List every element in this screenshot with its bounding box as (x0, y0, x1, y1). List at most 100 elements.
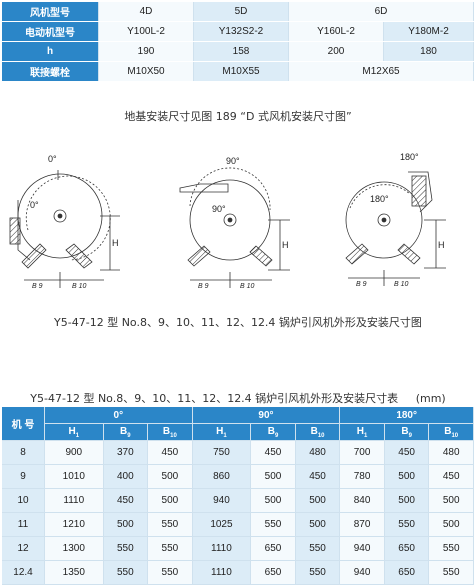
diagram-90-deg: 90° 90° H B 9 B 10 (179, 156, 290, 290)
table-cell: 450 (147, 440, 193, 465)
table-cell: 480 (428, 440, 474, 465)
angle-label: 180° (400, 152, 419, 162)
table-cell: 780 (339, 464, 385, 489)
row-number: 11 (2, 512, 45, 537)
table-cell: 550 (428, 560, 474, 585)
row-label: 联接螺栓 (2, 61, 99, 82)
sub-header-text: H (356, 425, 365, 437)
table-cell: 450 (103, 488, 149, 513)
table-cell: 450 (295, 464, 341, 489)
sub-header-index: 1 (75, 432, 80, 439)
fan-diagrams: 0° 0° H B 9 B 10 90° 9 (0, 140, 476, 300)
table-cell: Y160L-2 (288, 21, 384, 42)
table-cell: 550 (384, 512, 430, 537)
motor-model-row: 电动机型号 Y100L-2 Y132S2-2 Y160L-2 Y180M-2 (2, 21, 474, 42)
table-cell: 500 (428, 512, 474, 537)
table-cell: 400 (103, 464, 149, 489)
group-header: 0° (44, 407, 193, 424)
table-cell: 500 (295, 512, 341, 537)
table-cell: 550 (103, 560, 149, 585)
table-cell: 940 (192, 488, 252, 513)
b10-label: B 10 (72, 283, 87, 290)
sub-header-index: 10 (451, 432, 459, 439)
angle-label: 90° (226, 156, 240, 166)
row-number: 12.4 (2, 560, 45, 585)
table-cell: 500 (250, 464, 296, 489)
sub-header-row: H1 B9 B10 H1 B9 B10 H1 B9 B10 (2, 423, 474, 441)
table-cell: 500 (384, 464, 430, 489)
inner-angle-label: 0° (30, 200, 39, 210)
table-cell: 1110 (44, 488, 104, 513)
sub-header-h1: H1 (192, 423, 252, 441)
table-cell: 1110 (192, 536, 252, 561)
table-cell: 450 (384, 440, 430, 465)
sub-header-b10: B10 (295, 423, 341, 441)
table-cell: 180 (383, 41, 474, 62)
table-cell: 750 (192, 440, 252, 465)
sub-header-text: H (68, 425, 76, 437)
row-number: 10 (2, 488, 45, 513)
sub-header-index: 9 (274, 432, 279, 439)
table-cell: 370 (103, 440, 149, 465)
inner-angle-label: 180° (370, 194, 389, 204)
table-cell: 500 (250, 488, 296, 513)
corner-header: 机 号 (2, 407, 45, 441)
table-cell: 450 (428, 464, 474, 489)
table-cell: 500 (295, 488, 341, 513)
b9-label: B 9 (198, 283, 209, 290)
table-cell: 550 (147, 560, 193, 585)
sub-header-text: B (310, 425, 318, 437)
table-cell: 650 (384, 536, 430, 561)
group-header: 90° (192, 407, 341, 424)
sub-header-h1: H1 (339, 423, 385, 441)
b10-label: B 10 (240, 283, 255, 290)
table-cell: M10X55 (193, 61, 289, 82)
sub-header-b9: B9 (384, 423, 430, 441)
row-number: 12 (2, 536, 45, 561)
sub-header-index: 10 (170, 432, 177, 439)
h-row: h 190 158 200 180 (2, 41, 474, 62)
table-cell: 700 (339, 440, 385, 465)
table-cell: 1300 (44, 536, 104, 561)
table-cell: 450 (250, 440, 296, 465)
table-cell: 900 (44, 440, 104, 465)
table-cell: 870 (339, 512, 385, 537)
sub-header-h1: H1 (44, 423, 104, 441)
table-cell: 550 (250, 512, 296, 537)
table-title-text: Y5-47-12 型 No.8、9、10、11、12、12.4 锅炉引风机外形及… (30, 392, 399, 405)
row-number: 8 (2, 440, 45, 465)
angle-label: 0° (48, 154, 57, 164)
table-cell: 1110 (192, 560, 252, 585)
figure-caption: Y5-47-12 型 No.8、9、10、11、12、12.4 锅炉引风机外形及… (54, 316, 422, 329)
table-cell: 500 (428, 488, 474, 513)
table-cell: Y180M-2 (383, 21, 474, 42)
table-cell: 650 (384, 560, 430, 585)
sub-header-index: 9 (408, 432, 412, 439)
table-cell: 840 (339, 488, 385, 513)
sub-header-b9: B9 (103, 423, 149, 441)
b9-label: B 9 (32, 283, 43, 290)
row-label: 风机型号 (2, 2, 99, 22)
table-cell: 500 (384, 488, 430, 513)
table-cell: 940 (339, 560, 385, 585)
h1-label: H (112, 238, 119, 248)
sub-header-text: B (162, 425, 171, 437)
table-cell: 6D (288, 2, 474, 22)
b10-label: B 10 (394, 281, 409, 288)
b9-label: B 9 (356, 281, 367, 288)
group-header: 180° (339, 407, 474, 424)
diagram-180-deg: 180° 180° H B 9 B 10 (345, 152, 446, 288)
sub-header-index: 9 (127, 432, 131, 439)
table-unit: (mm) (415, 392, 446, 405)
table-cell: 480 (295, 440, 341, 465)
dimension-table: 机 号 0° 90° 180° H1 B9 B10 H1 B9 B10 H1 B… (2, 407, 474, 585)
table-cell: 200 (288, 41, 384, 62)
bolt-row: 联接螺栓 M10X50 M10X55 M12X65 (2, 61, 474, 82)
sub-header-text: B (120, 425, 128, 437)
sub-header-index: 1 (364, 432, 368, 439)
